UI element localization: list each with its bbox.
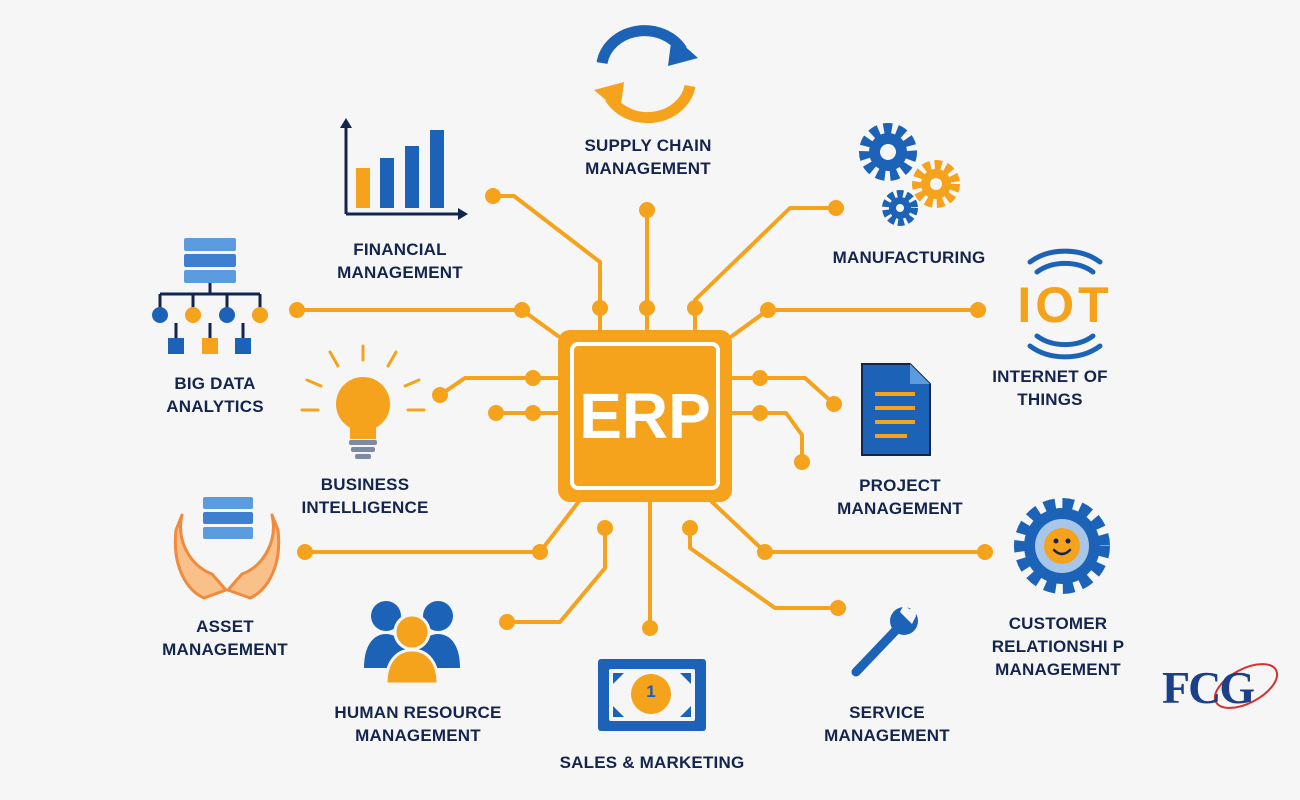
dot	[485, 188, 501, 204]
dot	[297, 544, 313, 560]
dot	[752, 405, 768, 421]
dot	[830, 600, 846, 616]
money-bill-icon	[598, 659, 706, 731]
label-manufacturing: MANUFACTURING	[832, 248, 986, 267]
dot	[488, 405, 504, 421]
people-group-icon	[364, 601, 460, 686]
dot	[597, 520, 613, 536]
dot	[432, 387, 448, 403]
dot	[532, 544, 548, 560]
iot-text-icon: IOT	[1017, 277, 1113, 333]
connector-hr	[505, 526, 607, 624]
label-sales: SALES & MARKETING	[559, 753, 745, 772]
dot	[639, 202, 655, 218]
wrench-icon	[851, 604, 918, 677]
dot	[682, 520, 698, 536]
dot	[592, 300, 608, 316]
dot	[977, 544, 993, 560]
refresh-arrows-icon	[594, 25, 698, 124]
hands-server-icon	[173, 497, 281, 600]
connector-supply-chain-left	[491, 194, 602, 332]
erp-chip-border	[570, 342, 720, 490]
connector-dots	[289, 188, 993, 636]
big-data-hierarchy-icon	[152, 238, 268, 354]
bar-chart-icon	[340, 118, 468, 220]
dot	[687, 300, 703, 316]
dot	[514, 302, 530, 318]
fcg-logo: FCG	[1162, 662, 1255, 713]
dot	[826, 396, 842, 412]
dot	[970, 302, 986, 318]
dot	[525, 405, 541, 421]
dot	[760, 302, 776, 318]
dot	[289, 302, 305, 318]
document-icon	[861, 363, 931, 456]
gears-icon	[859, 123, 960, 226]
lightbulb-icon	[300, 344, 426, 459]
connector-project-lower	[730, 411, 804, 464]
dot	[828, 200, 844, 216]
dot	[499, 614, 515, 630]
dot	[639, 300, 655, 316]
dot	[752, 370, 768, 386]
fcg-logo-swoosh	[1213, 663, 1279, 709]
erp-chip	[558, 330, 732, 502]
connector-project-upper	[730, 376, 836, 406]
coin-number: 1	[646, 682, 656, 701]
iot-signal-icon	[1027, 248, 1103, 360]
connector-service	[688, 526, 840, 610]
dot	[757, 544, 773, 560]
dot	[525, 370, 541, 386]
erp-chip-body	[558, 330, 732, 502]
dot	[642, 620, 658, 636]
erp-label: ERP	[579, 380, 711, 452]
dot	[794, 454, 810, 470]
gear-smiley-icon	[1014, 498, 1110, 594]
